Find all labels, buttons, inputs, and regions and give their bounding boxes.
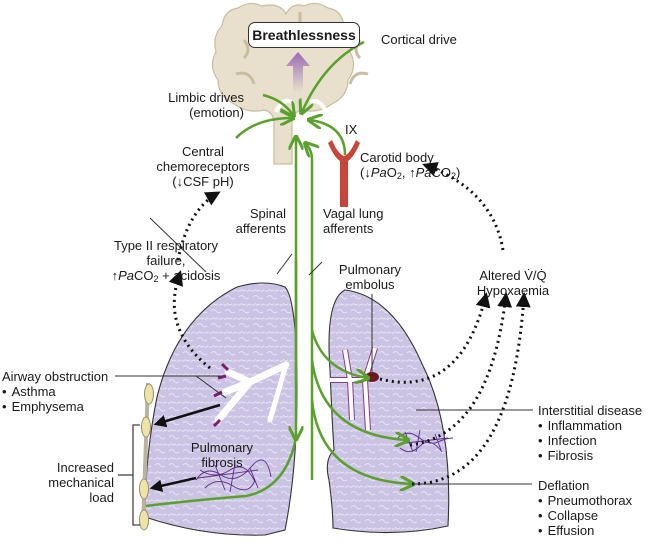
- carotid-body-label: Carotid body (↓PaO2, ↑PaCO2): [360, 150, 461, 181]
- nerve-pathways: [145, 40, 412, 508]
- altered-vq-label: Altered V̇/Q̇Hypoxaemia: [476, 268, 550, 298]
- left-lung: [144, 282, 298, 536]
- left-airway-tree: [214, 361, 290, 424]
- purple-up-arrow-icon: [286, 52, 310, 92]
- carotid-body: [328, 140, 360, 207]
- limbic-drives-label: Limbic drives(emotion): [168, 90, 244, 120]
- fibrosis-tangle-left: [195, 459, 272, 493]
- interstitial-disease-label: Interstitial disease InflammationInfecti…: [538, 403, 642, 463]
- pointer-arrows: [149, 403, 221, 492]
- right-lung: [326, 289, 450, 534]
- feedback-arrows: [168, 162, 531, 486]
- cortical-drive-label: Cortical drive: [381, 32, 457, 47]
- airway-obstruction-label: Airway obstruction AsthmaEmphysema: [2, 369, 108, 414]
- ix-nerve-label: IX: [345, 122, 358, 137]
- deflation-label: Deflation PneumothoraxCollapseEffusion: [538, 478, 632, 538]
- breathlessness-box: Breathlessness: [248, 22, 360, 48]
- chest-wall: [118, 382, 154, 531]
